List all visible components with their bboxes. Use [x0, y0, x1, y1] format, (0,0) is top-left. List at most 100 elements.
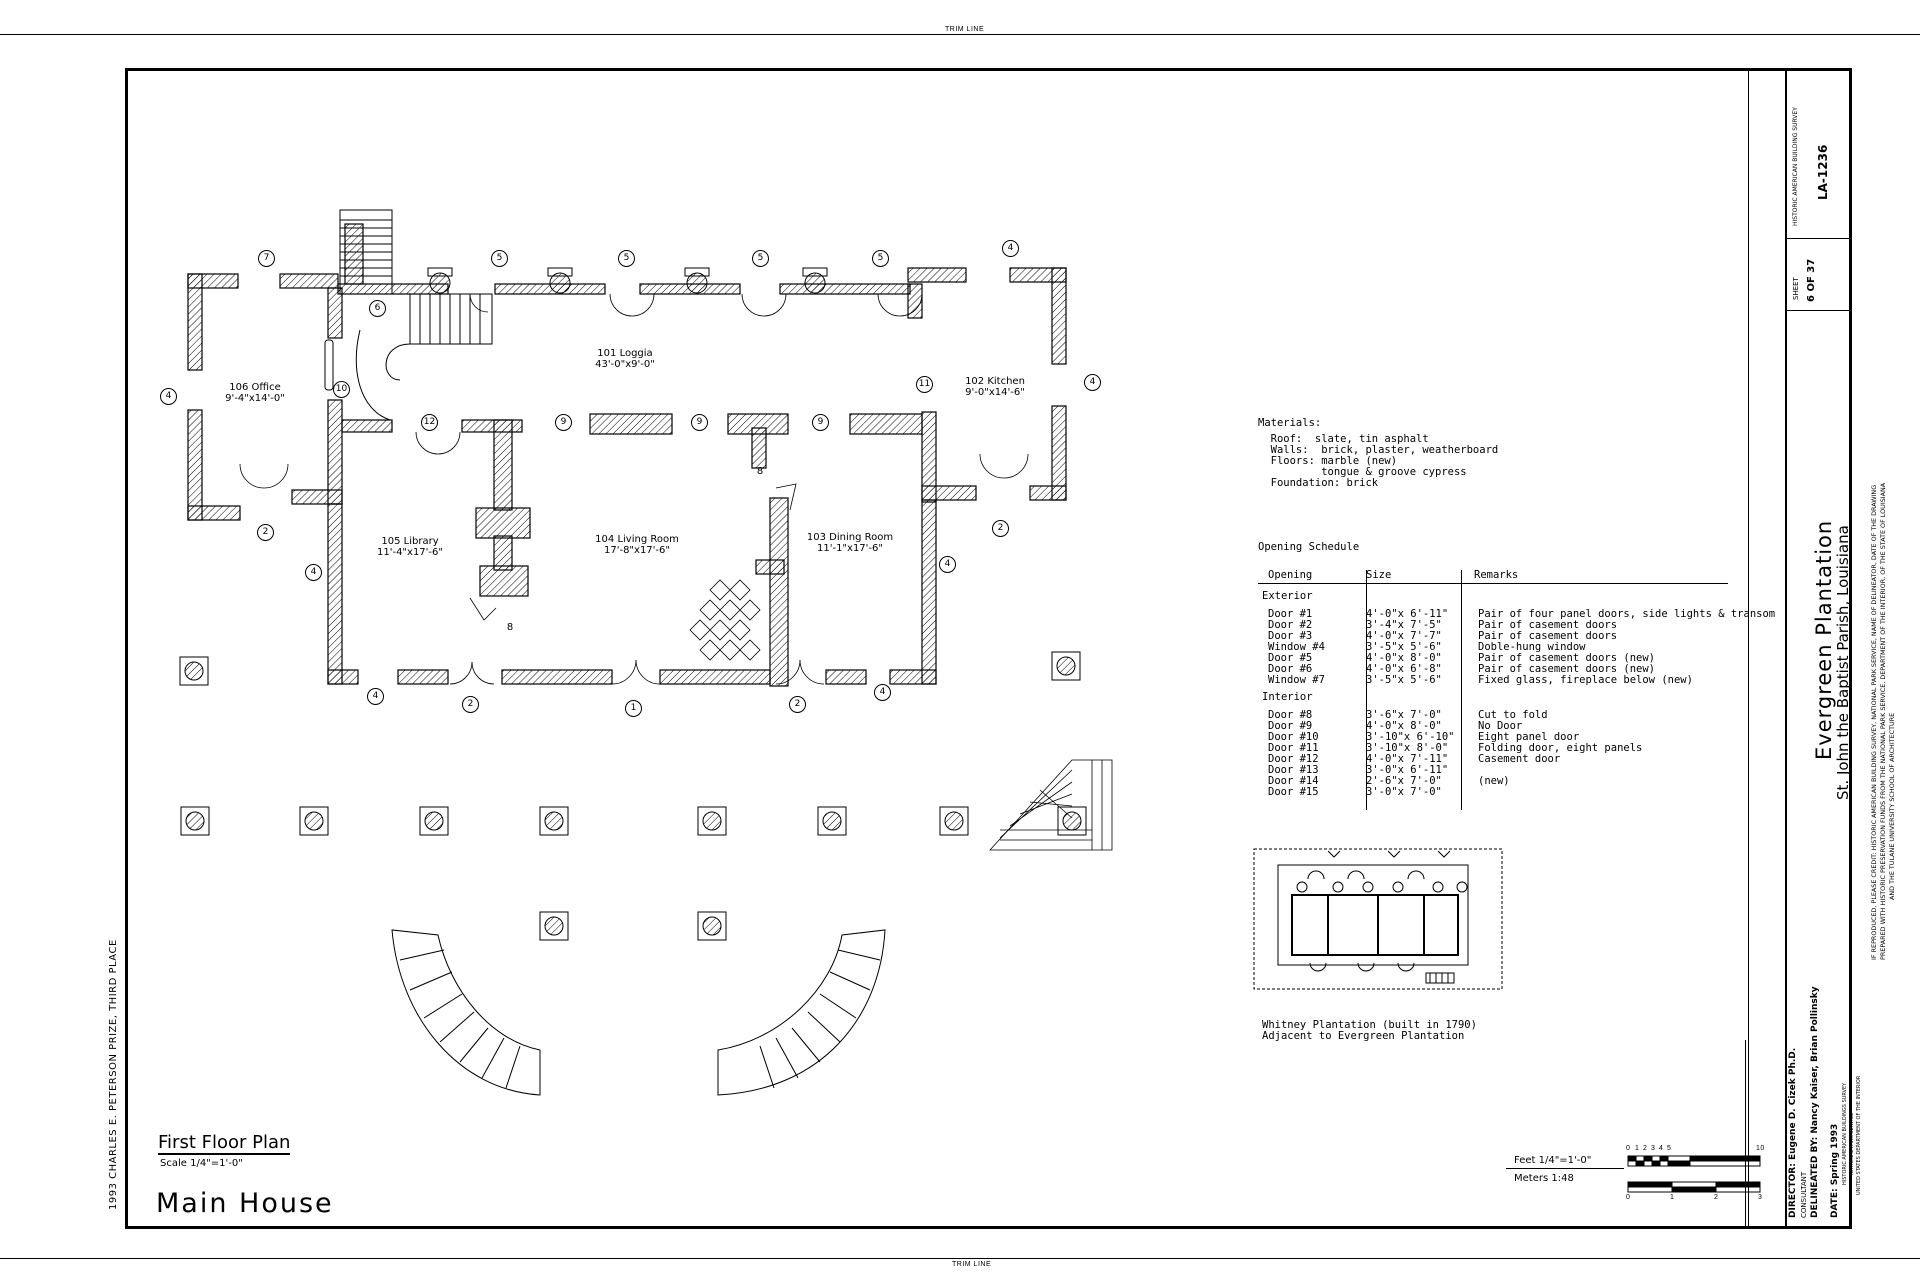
room-101-size: 43'-0"x9'-0" [595, 359, 655, 370]
title-block-divider [1785, 68, 1787, 1229]
schedule-col-opening: Opening [1268, 569, 1313, 581]
door-tag-8b: 8 [506, 622, 514, 633]
materials-line: tongue & groove cypress [1258, 466, 1467, 478]
room-106-size: 9'-4"x14'-0" [225, 393, 285, 404]
schedule-exterior-label: Exterior [1262, 590, 1313, 602]
materials-line: Foundation: brick [1258, 477, 1379, 489]
feet-tick: 5 [1667, 1145, 1672, 1152]
meter-tick: 0 [1626, 1194, 1631, 1201]
materials-line: Walls: brick, plaster, weatherboard [1258, 444, 1499, 456]
remarks-cell: No Door [1478, 720, 1523, 732]
schedule-row: Door #15 3'-0"x 7'-0" [1268, 787, 1642, 798]
project-location: St. John the Baptist Parish, Louisiana [1834, 525, 1852, 800]
callout: 12 [421, 414, 438, 431]
meters-scale-label: Meters 1:48 [1514, 1173, 1574, 1184]
sheet-cell-divider-2 [1787, 310, 1849, 311]
size-cell: 3'-6"x 7'-0" [1366, 709, 1442, 721]
schedule-heading: Opening Schedule [1258, 541, 1360, 553]
inset-caption-1: Whitney Plantation (built in 1790) [1262, 1019, 1477, 1031]
project-title: Evergreen Plantation [1812, 519, 1836, 760]
scale-bars [1627, 1155, 1761, 1193]
size-cell: 3'-0"x 6'-11" [1366, 764, 1449, 776]
callout: 6 [369, 300, 386, 317]
size-cell: 3'-5"x 5'-6" [1366, 641, 1442, 653]
opening-cell: Door #6 [1268, 663, 1313, 675]
title-divider-left [1748, 70, 1749, 1229]
remarks-cell: Pair of four panel doors, side lights & … [1478, 608, 1776, 620]
size-cell: 4'-0"x 8'-0" [1366, 720, 1442, 732]
room-102-name: 102 Kitchen [965, 376, 1025, 387]
callout: 2 [257, 524, 274, 541]
credit-line-1: IF REPRODUCED, PLEASE CREDIT: HISTORIC A… [1870, 484, 1878, 960]
callout: 1 [625, 700, 642, 717]
callout: 2 [992, 520, 1009, 537]
opening-cell: Door #12 [1268, 753, 1319, 765]
room-106-office: 106 Office 9'-4"x14'-0" [210, 382, 300, 404]
plan-title: First Floor Plan [158, 1132, 291, 1155]
sheet-number: 6 OF 37 [1806, 258, 1817, 302]
feet-tick: 3 [1651, 1145, 1656, 1152]
callout: 7 [258, 250, 275, 267]
opening-cell: Window #4 [1268, 641, 1325, 653]
room-106-name: 106 Office [229, 382, 281, 393]
meter-tick: 3 [1758, 1194, 1763, 1201]
floor-plan [179, 209, 1113, 1096]
room-104-living: 104 Living Room 17'-8"x17'-6" [582, 534, 692, 556]
materials-line: Roof: slate, tin asphalt [1258, 433, 1429, 445]
callout: 9 [812, 414, 829, 431]
callout: 5 [752, 250, 769, 267]
callout: 9 [691, 414, 708, 431]
feet-tick: 1 [1635, 1145, 1640, 1152]
callout: 5 [618, 250, 635, 267]
remarks-cell: Folding door, eight panels [1478, 742, 1643, 754]
room-104-name: 104 Living Room [595, 534, 679, 545]
schedule-col-size: Size [1366, 569, 1392, 581]
size-cell: 3'-10"x 6'-10" [1366, 731, 1455, 743]
room-101-loggia: 101 Loggia 43'-0"x9'-0" [580, 348, 670, 370]
remarks-cell: Pair of casement doors (new) [1478, 652, 1656, 664]
room-101-name: 101 Loggia [597, 348, 653, 359]
callout: 5 [491, 250, 508, 267]
feet-scale-label: Feet 1/4"=1'-0" [1514, 1155, 1592, 1166]
opening-cell: Door #3 [1268, 630, 1313, 642]
opening-cell: Door #5 [1268, 652, 1313, 664]
whitney-inset-plan [1253, 848, 1503, 990]
callout: 4 [939, 556, 956, 573]
credit-doi: UNITED STATES DEPARTMENT OF THE INTERIOR [1856, 1075, 1862, 1195]
opening-cell: Door #15 [1268, 786, 1319, 798]
room-103-dining: 103 Dining Room 11'-1"x17'-6" [800, 532, 900, 554]
feet-tick: 10 [1756, 1145, 1765, 1152]
opening-cell: Door #10 [1268, 731, 1319, 743]
materials-line: Floors: marble (new) [1258, 455, 1398, 467]
size-cell: 4'-0"x 7'-11" [1366, 753, 1449, 765]
size-cell: 3'-0"x 7'-0" [1366, 786, 1442, 798]
building-name: Main House [156, 1188, 334, 1219]
size-cell: 4'-0"x 6'-8" [1366, 663, 1442, 675]
schedule-header-rule [1258, 583, 1728, 584]
size-cell: 3'-10"x 8'-0" [1366, 742, 1449, 754]
callout: 5 [872, 250, 889, 267]
meter-tick: 1 [1670, 1194, 1675, 1201]
schedule-divider-2 [1461, 570, 1462, 810]
top-trim-line [0, 34, 1920, 35]
callout: 10 [333, 381, 350, 398]
door-tag-8: 8 [756, 466, 764, 477]
room-103-name: 103 Dining Room [806, 532, 894, 543]
plan-scale: Scale 1/4"=1'-0" [160, 1158, 243, 1169]
opening-cell: Door #8 [1268, 709, 1313, 721]
opening-cell: Window #7 [1268, 674, 1325, 686]
feet-tick: 4 [1659, 1145, 1664, 1152]
survey-label: HISTORIC AMERICAN BUILDING SURVEY [1792, 107, 1799, 226]
credit-line-2: PREPARED WITH HISTORIC PRESERVATION FUND… [1879, 482, 1887, 960]
room-102-size: 9'-0"x14'-6" [965, 387, 1025, 398]
